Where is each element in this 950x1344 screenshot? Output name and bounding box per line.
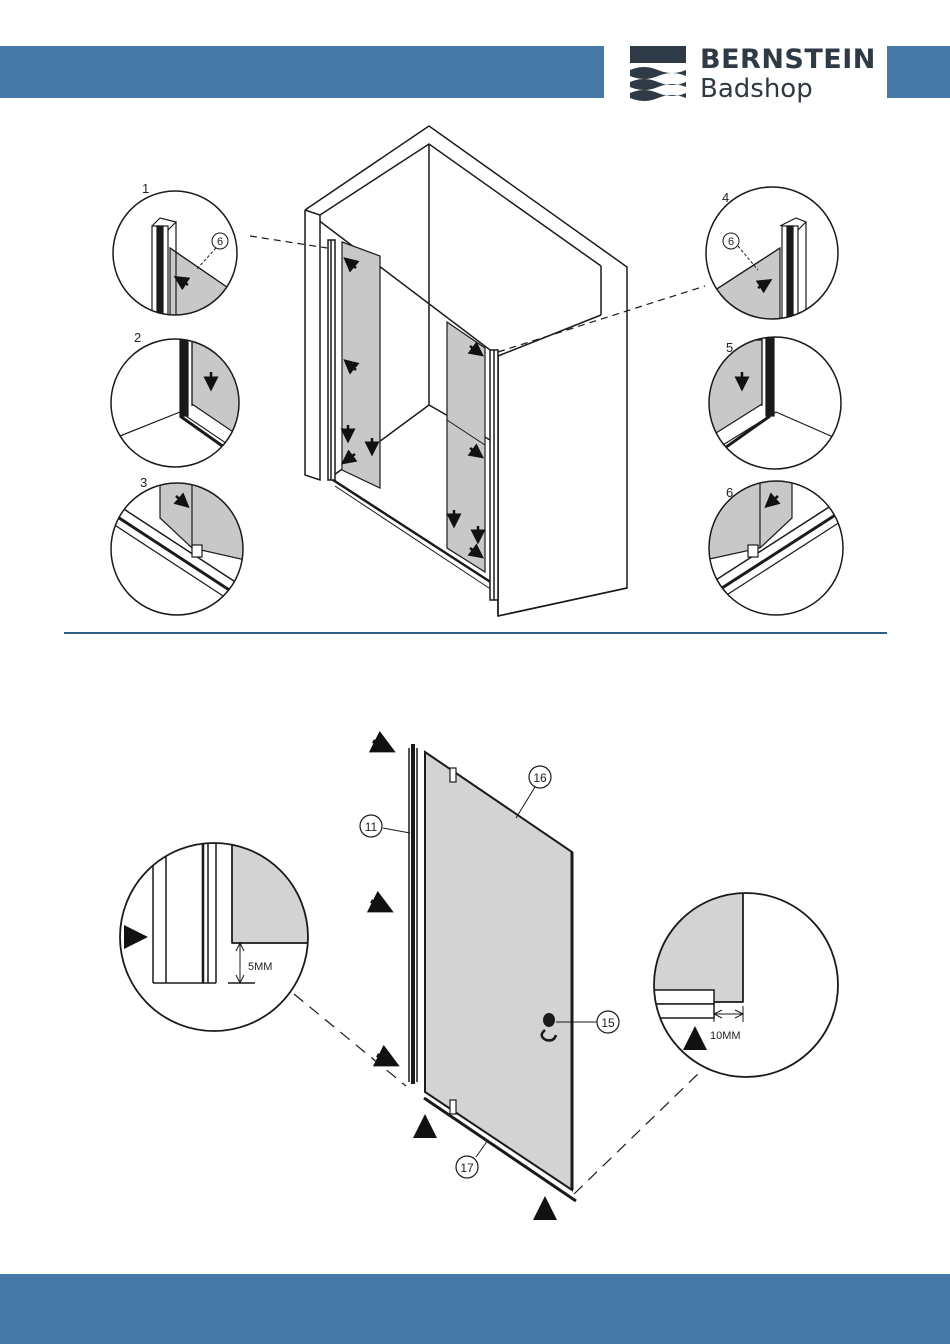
part-label-profile: 11: [365, 820, 378, 834]
detail-circle-1: 6 1: [113, 181, 240, 336]
detail-circle-5: 5: [705, 336, 841, 469]
part-label-seal: 17: [460, 1161, 474, 1175]
part-label-handle: 15: [601, 1016, 615, 1030]
right-glass-panel: [447, 322, 485, 572]
leader-line-bottom-left: [294, 994, 406, 1086]
zoom-detail-left: 5MM: [120, 840, 322, 1031]
detail-circle-4: 6 4: [706, 187, 838, 336]
callout-left-label: 6: [217, 236, 223, 248]
detail-circle-3: 3: [110, 475, 245, 615]
leader-line-bottom-right: [574, 1072, 700, 1194]
callout-right-label: 6: [728, 236, 734, 248]
left-glass-panel: [342, 242, 380, 488]
dimension-right: 10MM: [710, 1030, 741, 1042]
detail-circle-2: 2: [110, 330, 245, 467]
detail-number-3: 3: [140, 475, 147, 490]
zoom-detail-right: 10MM: [650, 890, 838, 1077]
wall-profile: [409, 744, 417, 1084]
detail-number-2: 2: [134, 330, 141, 345]
detail-circle-6: 6: [705, 480, 843, 615]
detail-number-1: 1: [142, 181, 149, 196]
detail-number-5: 5: [726, 340, 733, 355]
dimension-left: 5MM: [248, 961, 272, 973]
detail-number-6: 6: [726, 485, 733, 500]
glass-panel: [425, 752, 572, 1190]
detail-number-4: 4: [722, 190, 729, 205]
part-label-glass: 16: [533, 771, 547, 785]
